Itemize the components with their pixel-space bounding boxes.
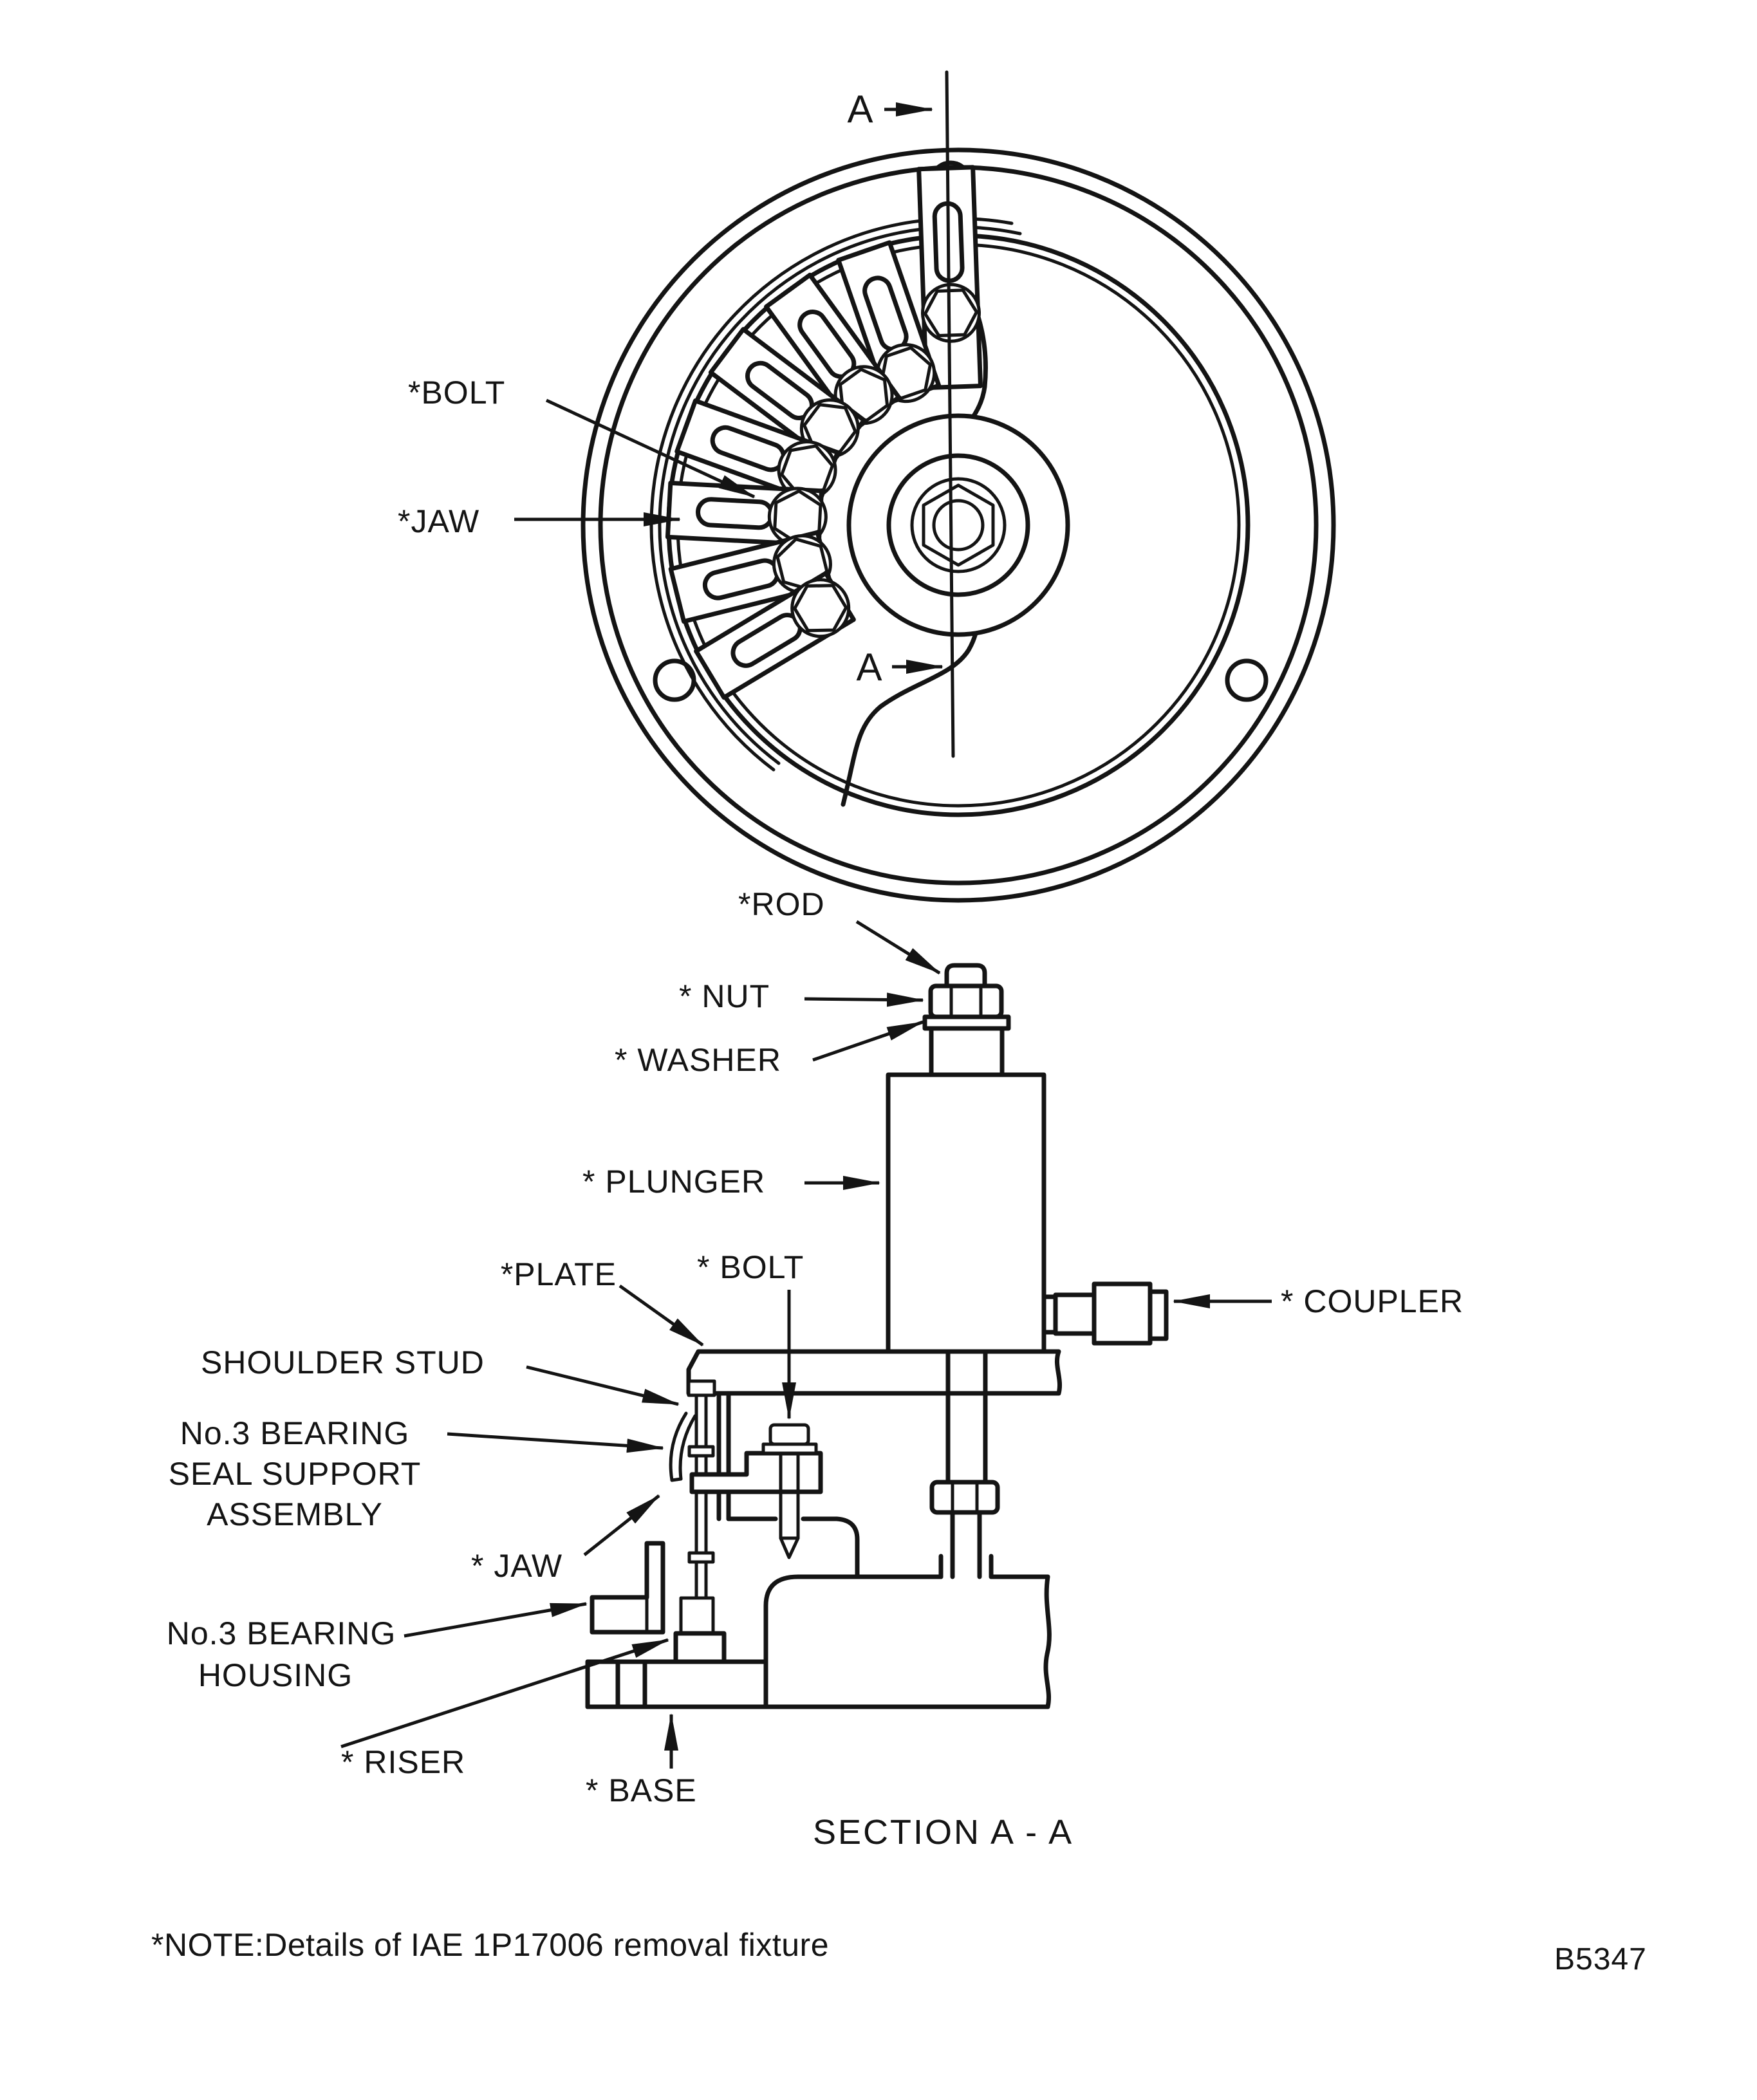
flange-outer-circle	[581, 147, 1336, 903]
jaw-section	[689, 1423, 823, 1559]
section-line	[945, 70, 955, 758]
label-bolt-section: * BOLT	[697, 1249, 804, 1285]
label-base: * BASE	[586, 1772, 697, 1808]
label-rod: *ROD	[738, 886, 825, 922]
jaw	[764, 272, 902, 432]
jaw	[668, 530, 833, 624]
bolt-tip	[779, 1536, 800, 1559]
shoulder-stud	[679, 1379, 716, 1637]
plunger-boss	[929, 1026, 1005, 1077]
flange-hole-right	[1225, 658, 1269, 702]
plate	[686, 1349, 1062, 1396]
leader-shoulder-stud	[526, 1365, 680, 1406]
svg-text:No.3 BEARING: No.3 BEARING	[167, 1615, 396, 1651]
label-shoulder-stud: SHOULDER STUD	[201, 1344, 485, 1380]
leader-riser	[340, 1638, 669, 1749]
svg-text:SEAL SUPPORT: SEAL SUPPORT	[169, 1456, 422, 1492]
support-body	[716, 1391, 860, 1579]
section-letter-bottom: A	[856, 646, 882, 689]
label-riser: * RISER	[341, 1744, 465, 1780]
riser	[673, 1631, 727, 1664]
label-washer: * WASHER	[615, 1042, 781, 1078]
nut	[928, 983, 1004, 1019]
leader-plate	[618, 1284, 704, 1347]
label-jaw-section: * JAW	[471, 1548, 562, 1584]
label-coupler: * COUPLER	[1281, 1283, 1464, 1319]
lower-nut	[929, 1480, 1000, 1515]
leader-nut	[804, 992, 924, 1007]
leader-washer	[812, 1020, 924, 1062]
jaw-labeled	[665, 481, 828, 548]
coupler	[1041, 1281, 1169, 1346]
label-plate: *PLATE	[501, 1256, 617, 1292]
label-bearing-housing: No.3 BEARING HOUSING	[167, 1615, 396, 1693]
jaw-carrier-arc-outer	[649, 217, 1014, 772]
leader-bearing-seal	[447, 1432, 664, 1453]
seal-support-lip	[669, 1411, 697, 1482]
leader-rod	[855, 920, 941, 975]
rod-tip	[944, 963, 987, 989]
footnote: *NOTE:Details of IAE 1P17006 removal fix…	[151, 1927, 829, 1963]
center-hub	[846, 413, 1070, 637]
leader-bolt-top	[545, 398, 756, 499]
jaw	[694, 571, 856, 700]
leader-bearing-housing	[404, 1602, 588, 1638]
jaw	[836, 240, 942, 405]
jaw-carrier-arc-inner	[658, 225, 1022, 765]
flange-hole-left	[653, 658, 696, 702]
section-title: SECTION A - A	[813, 1813, 1074, 1852]
label-bolt-top: *BOLT	[408, 375, 505, 411]
figure-code: B5347	[1554, 1942, 1647, 1976]
bolt-head	[768, 1423, 810, 1446]
bearing-housing	[590, 1541, 665, 1635]
plunger	[886, 1072, 1046, 1354]
section-view: *ROD * NUT * WASHER * PLUNGER *PLATE * B…	[167, 886, 1464, 1852]
svg-text:ASSEMBLY: ASSEMBLY	[207, 1496, 383, 1532]
base	[585, 1554, 1052, 1709]
svg-text:HOUSING: HOUSING	[198, 1657, 353, 1693]
jaw	[674, 398, 840, 506]
label-nut: * NUT	[679, 978, 770, 1014]
leader-jaw-section	[583, 1494, 660, 1556]
label-jaw-top: *JAW	[398, 503, 479, 539]
label-bearing-seal-support: No.3 BEARING SEAL SUPPORT ASSEMBLY	[169, 1415, 422, 1532]
section-letter-top: A	[847, 88, 873, 131]
top-view: A A *BOLT *JAW	[398, 70, 1336, 903]
label-plunger: * PLUNGER	[582, 1164, 765, 1200]
svg-text:No.3 BEARING: No.3 BEARING	[180, 1415, 410, 1451]
center-hex-nut	[922, 483, 995, 567]
